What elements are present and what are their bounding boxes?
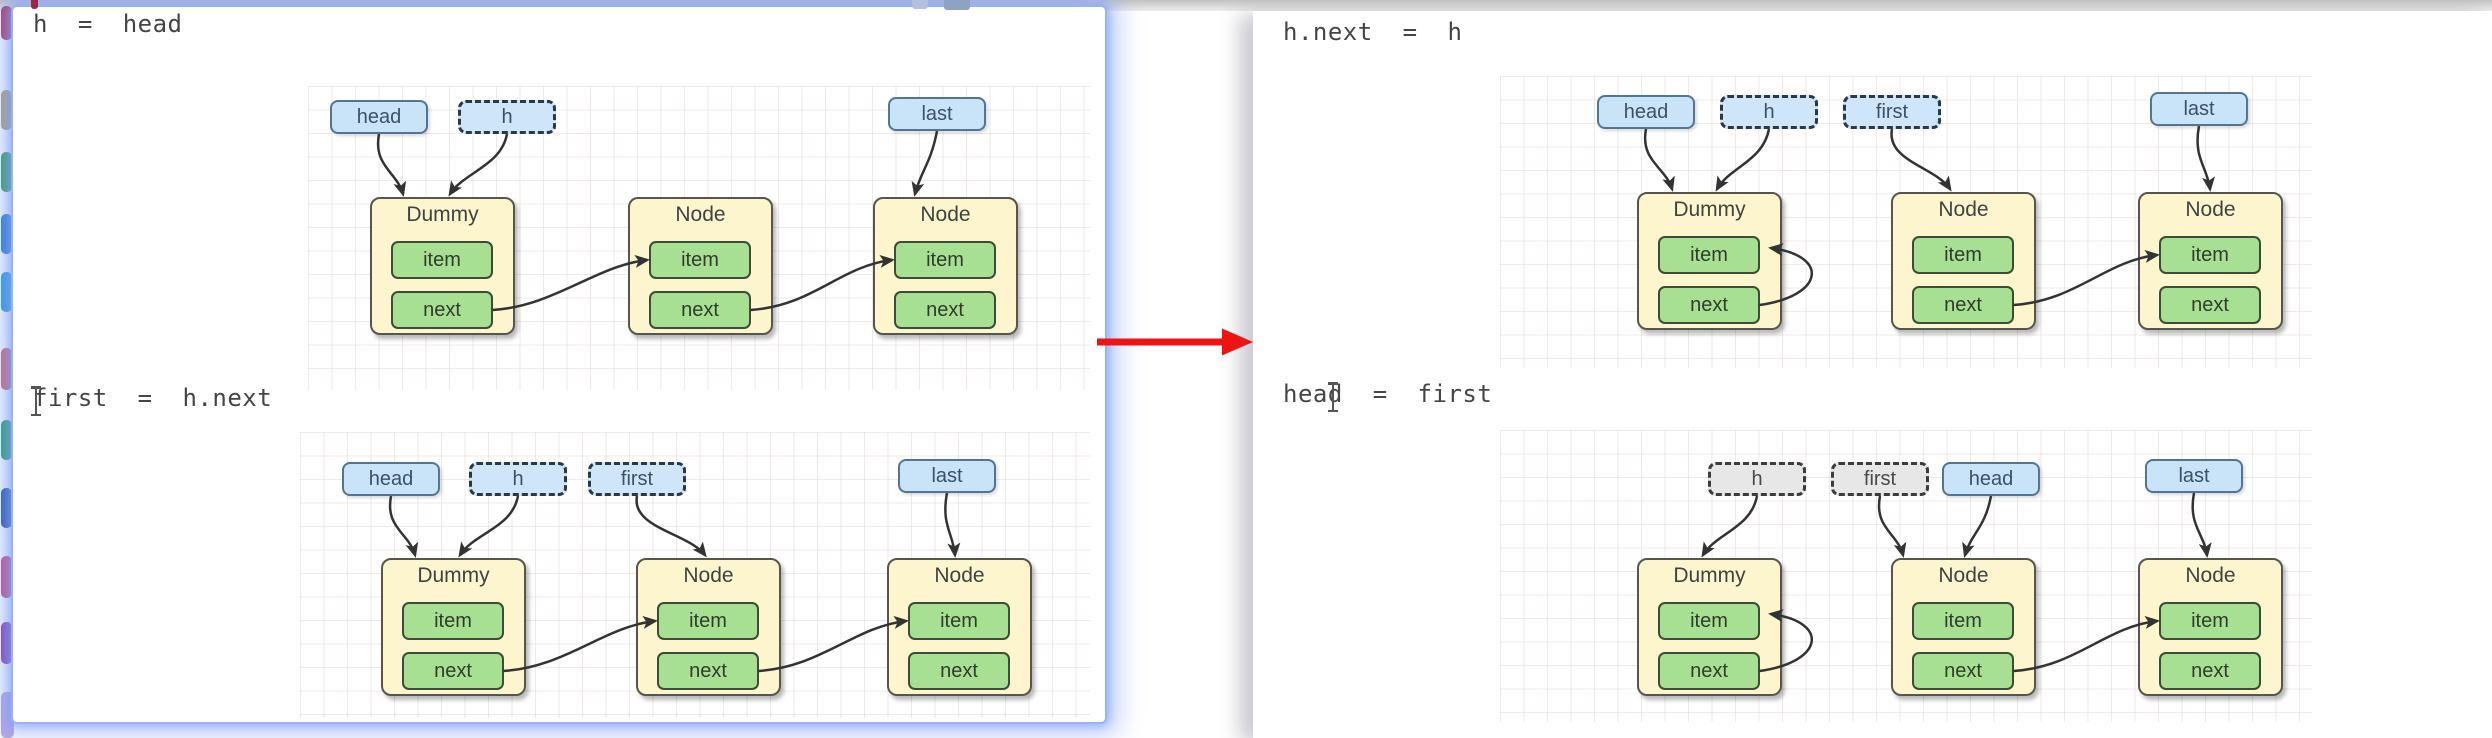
background-top-strip [0,0,2492,11]
pointer-box-last: last [2145,459,2243,493]
field-item: item [894,241,996,279]
node-title: Dummy [1673,198,1746,221]
code-line-left-bottom[interactable]: first = h.next [33,384,273,412]
field-next: next [649,291,751,329]
code-line-left-top[interactable]: h = head [33,10,183,38]
background-app-icon [1,6,12,40]
field-item: item [1912,236,2014,274]
text-cursor [1327,382,1339,412]
field-item: item [2159,236,2261,274]
field-next: next [402,652,504,690]
node-box: Dummy item next [1637,192,1782,330]
node-title: Dummy [1673,564,1746,587]
field-next: next [908,652,1010,690]
node-title: Node [675,203,726,226]
pointer-box-head: head [1597,95,1695,129]
field-item: item [657,602,759,640]
code-line-right-top[interactable]: h.next = h [1283,18,1463,46]
pointer-box-first: first [1843,95,1941,129]
pointer-box-last: last [2150,92,2248,126]
pointer-box-head: head [1942,462,2040,496]
node-title: Node [920,203,971,226]
background-app-icon [1,152,12,192]
node-title: Dummy [406,203,479,226]
field-item: item [649,241,751,279]
node-box: Node item next [887,558,1032,696]
node-box: Node item next [873,197,1018,335]
field-item: item [2159,602,2261,640]
node-box: Node item next [1891,558,2036,696]
node-box: Dummy item next [370,197,515,335]
field-next: next [657,652,759,690]
node-title: Node [683,564,734,587]
node-title: Node [2185,564,2236,587]
field-next: next [1658,286,1760,324]
field-next: next [1912,286,2014,324]
background-app-icon [1,622,12,664]
node-box: Dummy item next [1637,558,1782,696]
field-item: item [1658,602,1760,640]
node-title: Node [2185,198,2236,221]
node-box: Node item next [628,197,773,335]
field-item: item [1912,602,2014,640]
background-tab-fragment [912,0,928,9]
background-app-icon [1,272,12,312]
pointer-box-head: head [342,462,440,496]
field-item: item [908,602,1010,640]
node-box: Node item next [2138,192,2283,330]
text-cursor [30,386,42,416]
pointer-box-last: last [888,97,986,131]
node-box: Dummy item next [381,558,526,696]
background-app-icon [1,420,12,460]
field-item: item [1658,236,1760,274]
field-next: next [2159,652,2261,690]
field-next: next [391,291,493,329]
node-title: Node [1938,198,1989,221]
pointer-box-first: first [588,462,686,496]
background-tab-fragment [944,0,970,10]
background-app-icon [1,556,12,598]
background-app-icon [1,90,12,130]
code-line-right-bottom[interactable]: head = first [1283,380,1493,408]
pointer-box-h: h [1708,462,1806,496]
pointer-box-h: h [469,462,567,496]
background-app-icon [1,348,12,390]
field-item: item [391,241,493,279]
pointer-box-h: h [458,100,556,134]
pointer-box-last: last [898,459,996,493]
pointer-box-first: first [1831,462,1929,496]
pointer-box-head: head [330,100,428,134]
field-item: item [402,602,504,640]
node-box: Node item next [2138,558,2283,696]
right-panel[interactable] [1253,11,2492,738]
field-next: next [894,291,996,329]
background-app-icon [1,488,12,528]
background-app-icon [1,214,12,254]
node-title: Node [1938,564,1989,587]
node-title: Dummy [417,564,490,587]
field-next: next [1658,652,1760,690]
node-box: Node item next [636,558,781,696]
node-title: Node [934,564,985,587]
background-app-icon [1,692,14,738]
field-next: next [1912,652,2014,690]
pointer-box-h: h [1720,95,1818,129]
node-box: Node item next [1891,192,2036,330]
field-next: next [2159,286,2261,324]
background-tab-fragment [31,0,38,9]
